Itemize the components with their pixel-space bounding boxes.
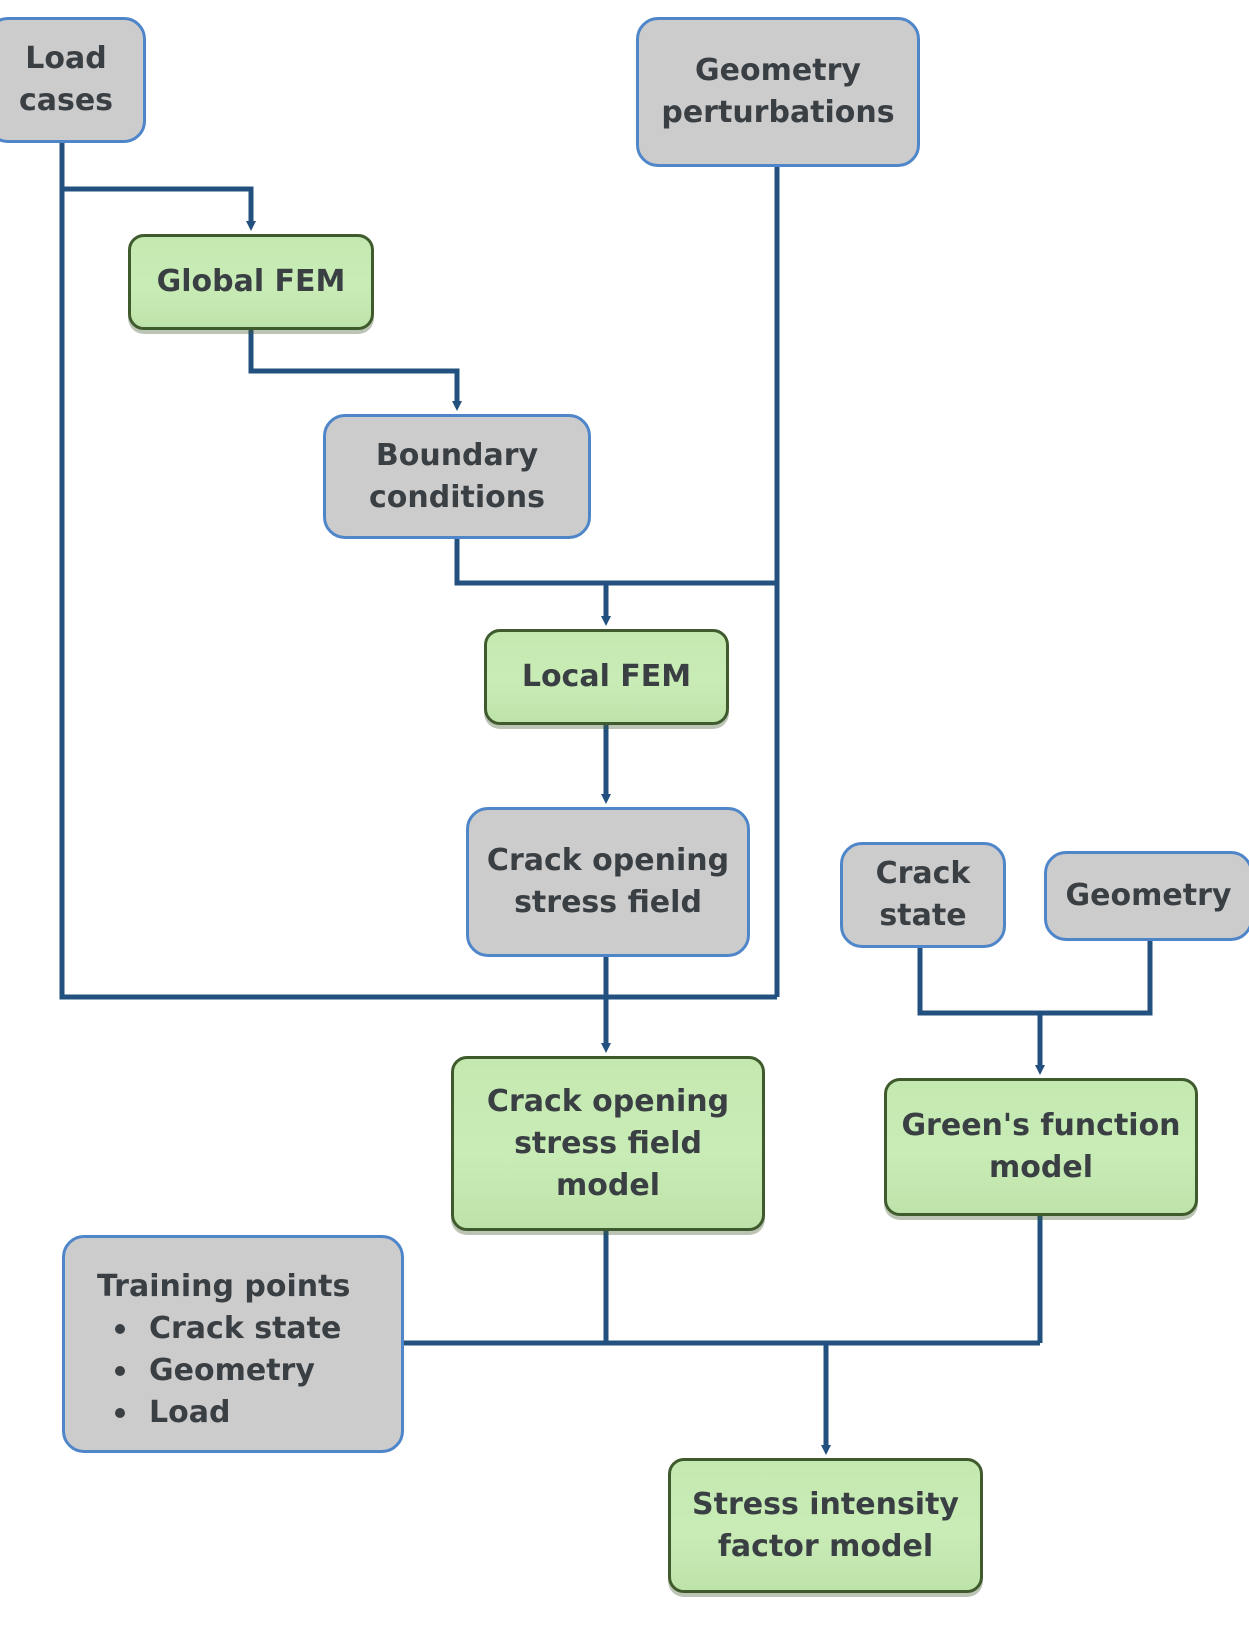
node-label-line: Geometry [1065,878,1232,913]
node-label-line: model [556,1167,660,1203]
node-label-line: stress field [514,1125,702,1161]
node-label-line: Global FEM [156,264,346,299]
connector-load-cases-trunk [59,189,777,1000]
list-item: Load [114,1392,341,1434]
node-label-line: Local FEM [521,659,692,694]
node-global-fem: Global FEM [128,234,374,330]
list-item: Crack state [114,1308,341,1350]
node-label-line: Geometry [695,53,861,88]
node-crack-state: Crack state [840,842,1006,948]
node-crack-opening-stress-field: Crack opening stress field [466,807,750,957]
training-points-list: Crack state Geometry Load [97,1308,341,1434]
node-geometry-perturbations: Geometry perturbations [636,17,920,167]
node-label-line: Green's function [901,1108,1181,1143]
training-points-title: Training points [97,1269,351,1304]
node-local-fem: Local FEM [484,629,729,725]
node-label-line: state [879,898,967,933]
node-label-line: Crack opening [486,1083,730,1119]
node-label-line: Load [25,41,107,76]
node-label-line: conditions [369,479,545,515]
node-label-line: Crack opening [486,843,730,878]
node-geometry: Geometry [1044,851,1249,941]
node-label-line: model [989,1150,1093,1185]
node-label-line: perturbations [661,95,895,130]
connector-load-cases-to-global-fem [59,143,256,231]
node-load-cases: Load cases [0,17,146,143]
node-label-line: factor model [717,1528,934,1564]
node-label-line: Boundary [375,437,539,473]
node-crack-opening-stress-field-model: Crack opening stress field model [451,1056,765,1231]
node-label-line: stress field [514,885,702,920]
node-greens-function-model: Green's function model [884,1078,1198,1216]
node-label-line: Stress intensity [692,1486,959,1522]
connector-boundary-conditions-to-local-fem [454,539,777,586]
node-boundary-conditions: Boundary conditions [323,414,591,539]
connector-global-fem-to-boundary-conditions [248,330,462,411]
node-label-line: cases [18,83,114,118]
node-stress-intensity-factor-model: Stress intensity factor model [668,1458,983,1593]
connector-crack-state-to-greens [917,941,1153,1016]
node-label-line: Crack [875,856,971,891]
node-training-points: Training points Crack state Geometry Loa… [62,1235,404,1453]
list-item: Geometry [114,1350,341,1392]
